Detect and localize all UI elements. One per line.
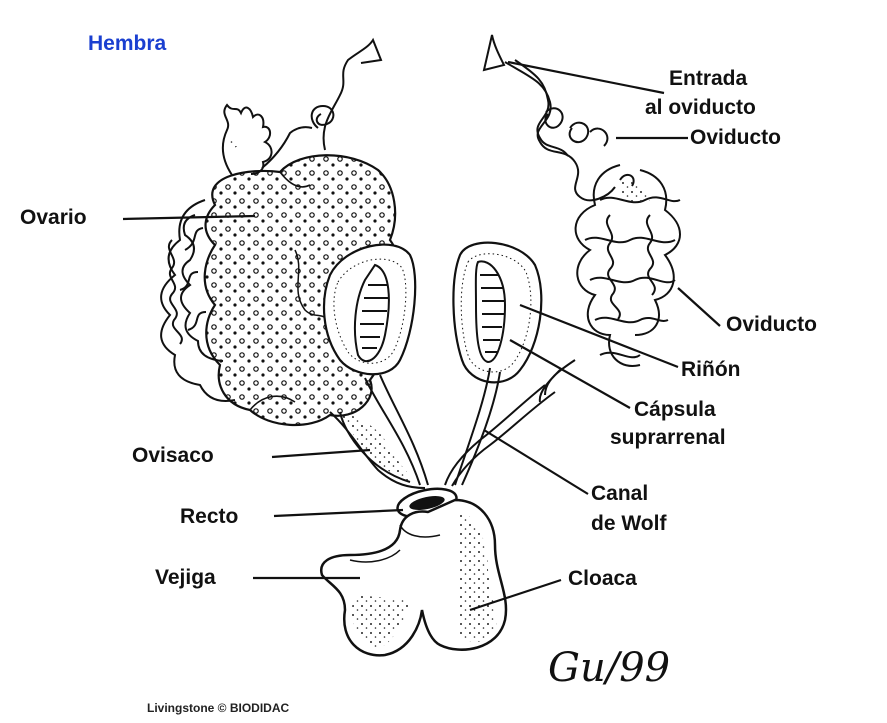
label-al-oviducto: al oviducto (645, 96, 756, 119)
label-ovario: Ovario (20, 206, 87, 229)
label-suprarrenal: suprarrenal (610, 426, 726, 449)
cloaca-bladder (319, 498, 508, 657)
right-oviduct (482, 34, 616, 202)
diagram-title: Hembra (88, 32, 167, 55)
label-rinon: Riñón (681, 358, 741, 381)
label-capsula: Cápsula (634, 398, 716, 421)
label-canal: Canal (591, 482, 649, 505)
right-kidney (452, 241, 543, 384)
label-oviducto-top: Oviducto (690, 126, 782, 149)
left-fimbria (221, 37, 383, 176)
label-vejiga: Vejiga (155, 566, 216, 589)
right-oviduct-coils (538, 164, 681, 403)
credit-text: Livingstone © BIODIDAC (147, 701, 290, 715)
label-oviducto-right: Oviducto (726, 313, 818, 336)
label-de-wolf: de Wolf (591, 512, 667, 535)
left-kidney (322, 243, 417, 376)
label-entrada: Entrada (669, 67, 748, 90)
label-recto: Recto (180, 505, 239, 528)
label-ovisaco: Ovisaco (132, 444, 214, 467)
artist-signature: Gu/99 (548, 645, 671, 691)
left-oviduct-coils (160, 199, 236, 402)
label-cloaca: Cloaca (568, 567, 637, 590)
leader-lines (122, 60, 721, 612)
ducts (329, 367, 556, 489)
